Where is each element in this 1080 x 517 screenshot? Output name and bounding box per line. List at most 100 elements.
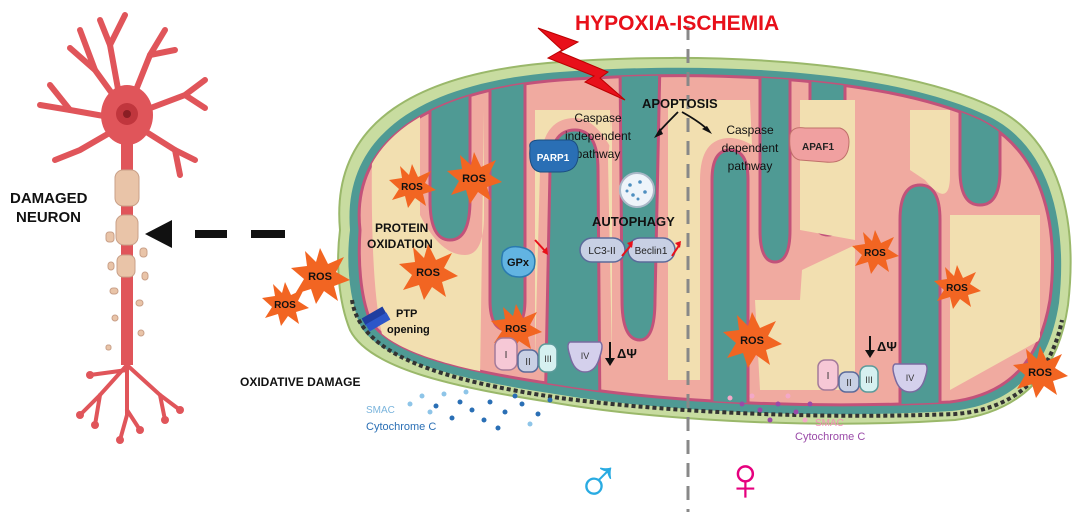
apaf1-label: APAF1 xyxy=(802,142,834,153)
ros-burst: ROS xyxy=(723,312,782,368)
autophagosome-icon xyxy=(619,172,655,208)
lc3-label: LC3-II xyxy=(588,246,615,257)
neuron-label-line2: NEURON xyxy=(16,209,81,226)
ros-burst: ROS xyxy=(262,282,309,326)
caspase-indep-line2: independent xyxy=(565,129,632,143)
dendrites xyxy=(37,12,208,178)
complex-1 xyxy=(817,359,839,391)
delta-psi-left: ΔΨ xyxy=(605,342,637,366)
lightning-icon xyxy=(537,27,626,101)
complex-3 xyxy=(859,365,879,393)
caspase-dependent: Caspase dependent pathway xyxy=(722,123,779,173)
gpx-label: GPx xyxy=(507,257,530,269)
caspase-indep-line3: pathway xyxy=(576,147,621,161)
ptp-icon xyxy=(361,306,391,332)
cytochrome-male: Cytochrome C xyxy=(366,421,436,433)
ros-label: ROS xyxy=(308,271,332,283)
ptp-line1: PTP xyxy=(396,308,417,320)
title: HYPOXIA-ISCHEMIA xyxy=(575,12,779,35)
caspase-dep-line3: pathway xyxy=(728,159,773,173)
ros-burst: ROS xyxy=(399,244,458,300)
smac-male: SMAC xyxy=(366,405,395,416)
complex-2 xyxy=(838,371,860,393)
beclin-label: Beclin1 xyxy=(635,246,668,257)
axon-terminals xyxy=(78,363,182,442)
caspase-independent: Caspase independent pathway xyxy=(565,111,632,161)
ros-bursts: ROS ROS ROS ROS ROS ROS ROS ROS xyxy=(262,152,1068,398)
terminal-boutons xyxy=(76,371,184,444)
complex-4 xyxy=(567,341,603,373)
ros-label: ROS xyxy=(946,283,968,294)
complex-4-label: IV xyxy=(581,351,590,361)
parp1-label: PARP1 xyxy=(537,153,570,164)
complex-1-label: I xyxy=(505,350,508,361)
complex-3 xyxy=(538,343,558,373)
caspase-indep-line1: Caspase xyxy=(574,111,622,125)
released-molecules-male xyxy=(407,389,553,431)
up-arrow-lc3-icon xyxy=(627,241,633,248)
complex-2-label: II xyxy=(846,378,852,389)
arrow-head-icon xyxy=(145,220,172,248)
complex-1 xyxy=(494,337,518,371)
ptp-line2: opening xyxy=(387,324,430,336)
autophagy-label: AUTOPHAGY xyxy=(592,214,675,229)
autophagosome-contents xyxy=(625,180,647,201)
smac-female: SMAC xyxy=(815,418,844,429)
complex-2-label: II xyxy=(525,357,531,368)
complex-4 xyxy=(892,363,928,393)
cytochrome-female: Cytochrome C xyxy=(795,431,865,443)
damaged-neuron xyxy=(37,12,208,444)
delta-psi-right: ΔΨ xyxy=(865,336,897,358)
dashed-arrow xyxy=(145,220,285,248)
released-molecules-female xyxy=(727,393,813,423)
delta-psi-label: ΔΨ xyxy=(617,346,637,361)
etc-complexes-right: I II III IV xyxy=(817,359,928,393)
male-symbol-icon: ♂ xyxy=(575,445,622,512)
protein-ox-line1: PROTEIN xyxy=(375,221,428,235)
delta-psi-label: ΔΨ xyxy=(877,339,897,354)
arrow-right-icon xyxy=(702,126,712,134)
ros-burst: ROS xyxy=(389,164,436,208)
ros-label: ROS xyxy=(274,300,296,311)
ros-label: ROS xyxy=(1028,367,1052,379)
ros-burst: ROS xyxy=(934,265,981,309)
complex-1-label: I xyxy=(827,371,830,382)
down-arrow-icon xyxy=(865,350,875,358)
ros-label: ROS xyxy=(416,267,440,279)
membrane-dotted-edge xyxy=(350,299,1064,418)
ros-label: ROS xyxy=(864,248,886,259)
ros-burst: ROS xyxy=(291,248,350,304)
ros-burst: ROS xyxy=(852,230,899,274)
neuron-label-line1: DAMAGED xyxy=(10,190,88,207)
down-arrow-icon xyxy=(605,358,615,366)
ros-label: ROS xyxy=(462,173,486,185)
ros-burst: ROS xyxy=(447,152,502,204)
oxidative-damage-label: OXIDATIVE DAMAGE xyxy=(240,375,360,389)
up-arrow-beclin-icon xyxy=(675,241,681,248)
ros-burst: ROS xyxy=(1013,346,1068,398)
complex-3-label: III xyxy=(544,354,552,364)
female-symbol-icon: ♀ xyxy=(722,445,769,512)
complex-2 xyxy=(517,349,539,373)
ros-label: ROS xyxy=(401,182,423,193)
gpx-shape xyxy=(500,245,536,278)
down-arrow-gpx-icon xyxy=(542,247,548,255)
ros-label: ROS xyxy=(505,324,527,335)
etc-complexes-left: I II III IV xyxy=(494,337,603,373)
apoptosis-label: APOPTOSIS xyxy=(642,96,718,111)
caspase-dep-line1: Caspase xyxy=(726,123,774,137)
complex-4-label: IV xyxy=(906,373,915,383)
protein-ox-line2: OXIDATION xyxy=(367,237,433,251)
mitochondrion xyxy=(337,56,1072,425)
complex-3-label: III xyxy=(865,375,873,385)
caspase-dep-line2: dependent xyxy=(722,141,779,155)
neuron-nucleolus xyxy=(123,110,131,118)
ros-label: ROS xyxy=(740,335,764,347)
arrow-left-icon xyxy=(654,128,663,138)
parp1-shape xyxy=(529,139,579,173)
apaf1-shape xyxy=(789,127,850,163)
lc3-shape xyxy=(579,237,626,263)
myelin-segments xyxy=(105,169,149,351)
